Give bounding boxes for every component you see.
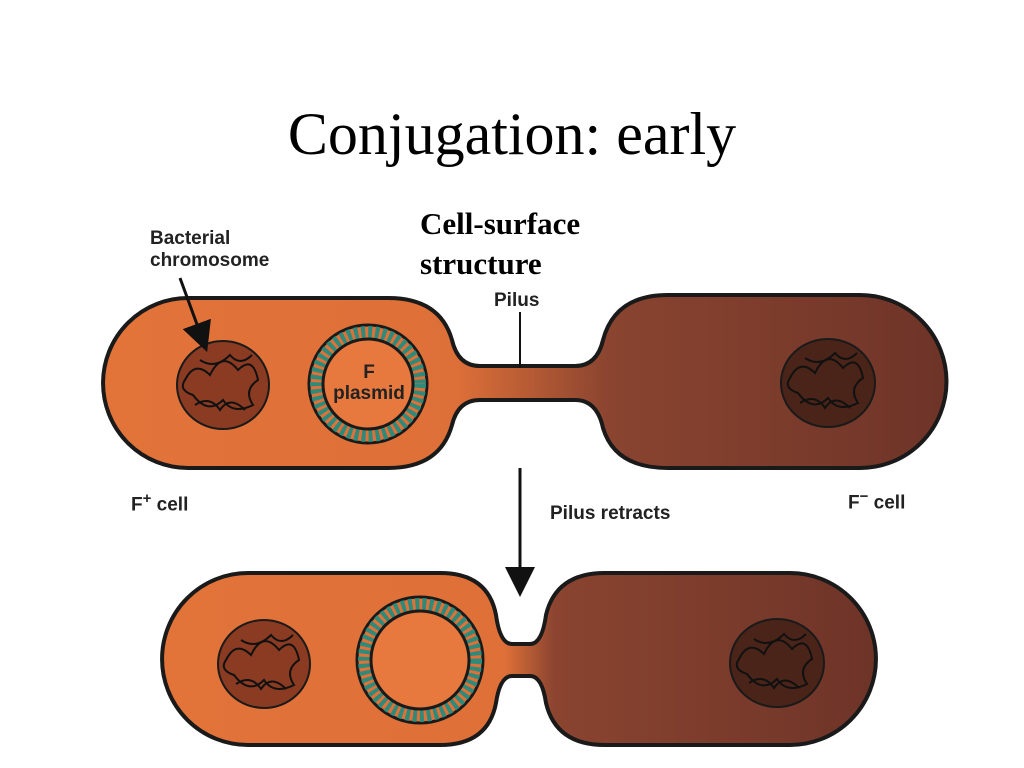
slide-title: Conjugation: early (287, 101, 737, 167)
f-minus-cell-label: F− cell (848, 488, 906, 514)
pilus-label: Pilus (494, 290, 540, 311)
bottom-left-chromosome (217, 619, 311, 709)
cell-surface-structure-label: Cell-surface structure (420, 206, 581, 281)
bottom-right-chromosome (729, 618, 825, 708)
pilus-retracts-label: Pilus retracts (550, 503, 671, 524)
bottom-mating-pair-body (160, 571, 878, 747)
top-right-chromosome (780, 338, 876, 428)
chromosome-pointer-arrow (178, 277, 211, 353)
bacterial-chromosome-label: Bacterial chromosome (150, 228, 270, 271)
top-f-plasmid (307, 323, 429, 445)
bottom-f-plasmid (355, 595, 485, 725)
top-left-chromosome (176, 340, 270, 430)
top-mating-pair-body (101, 293, 949, 470)
f-plasmid-label: F plasmid (333, 362, 405, 404)
f-plus-cell-label: F+ cell (131, 490, 189, 516)
